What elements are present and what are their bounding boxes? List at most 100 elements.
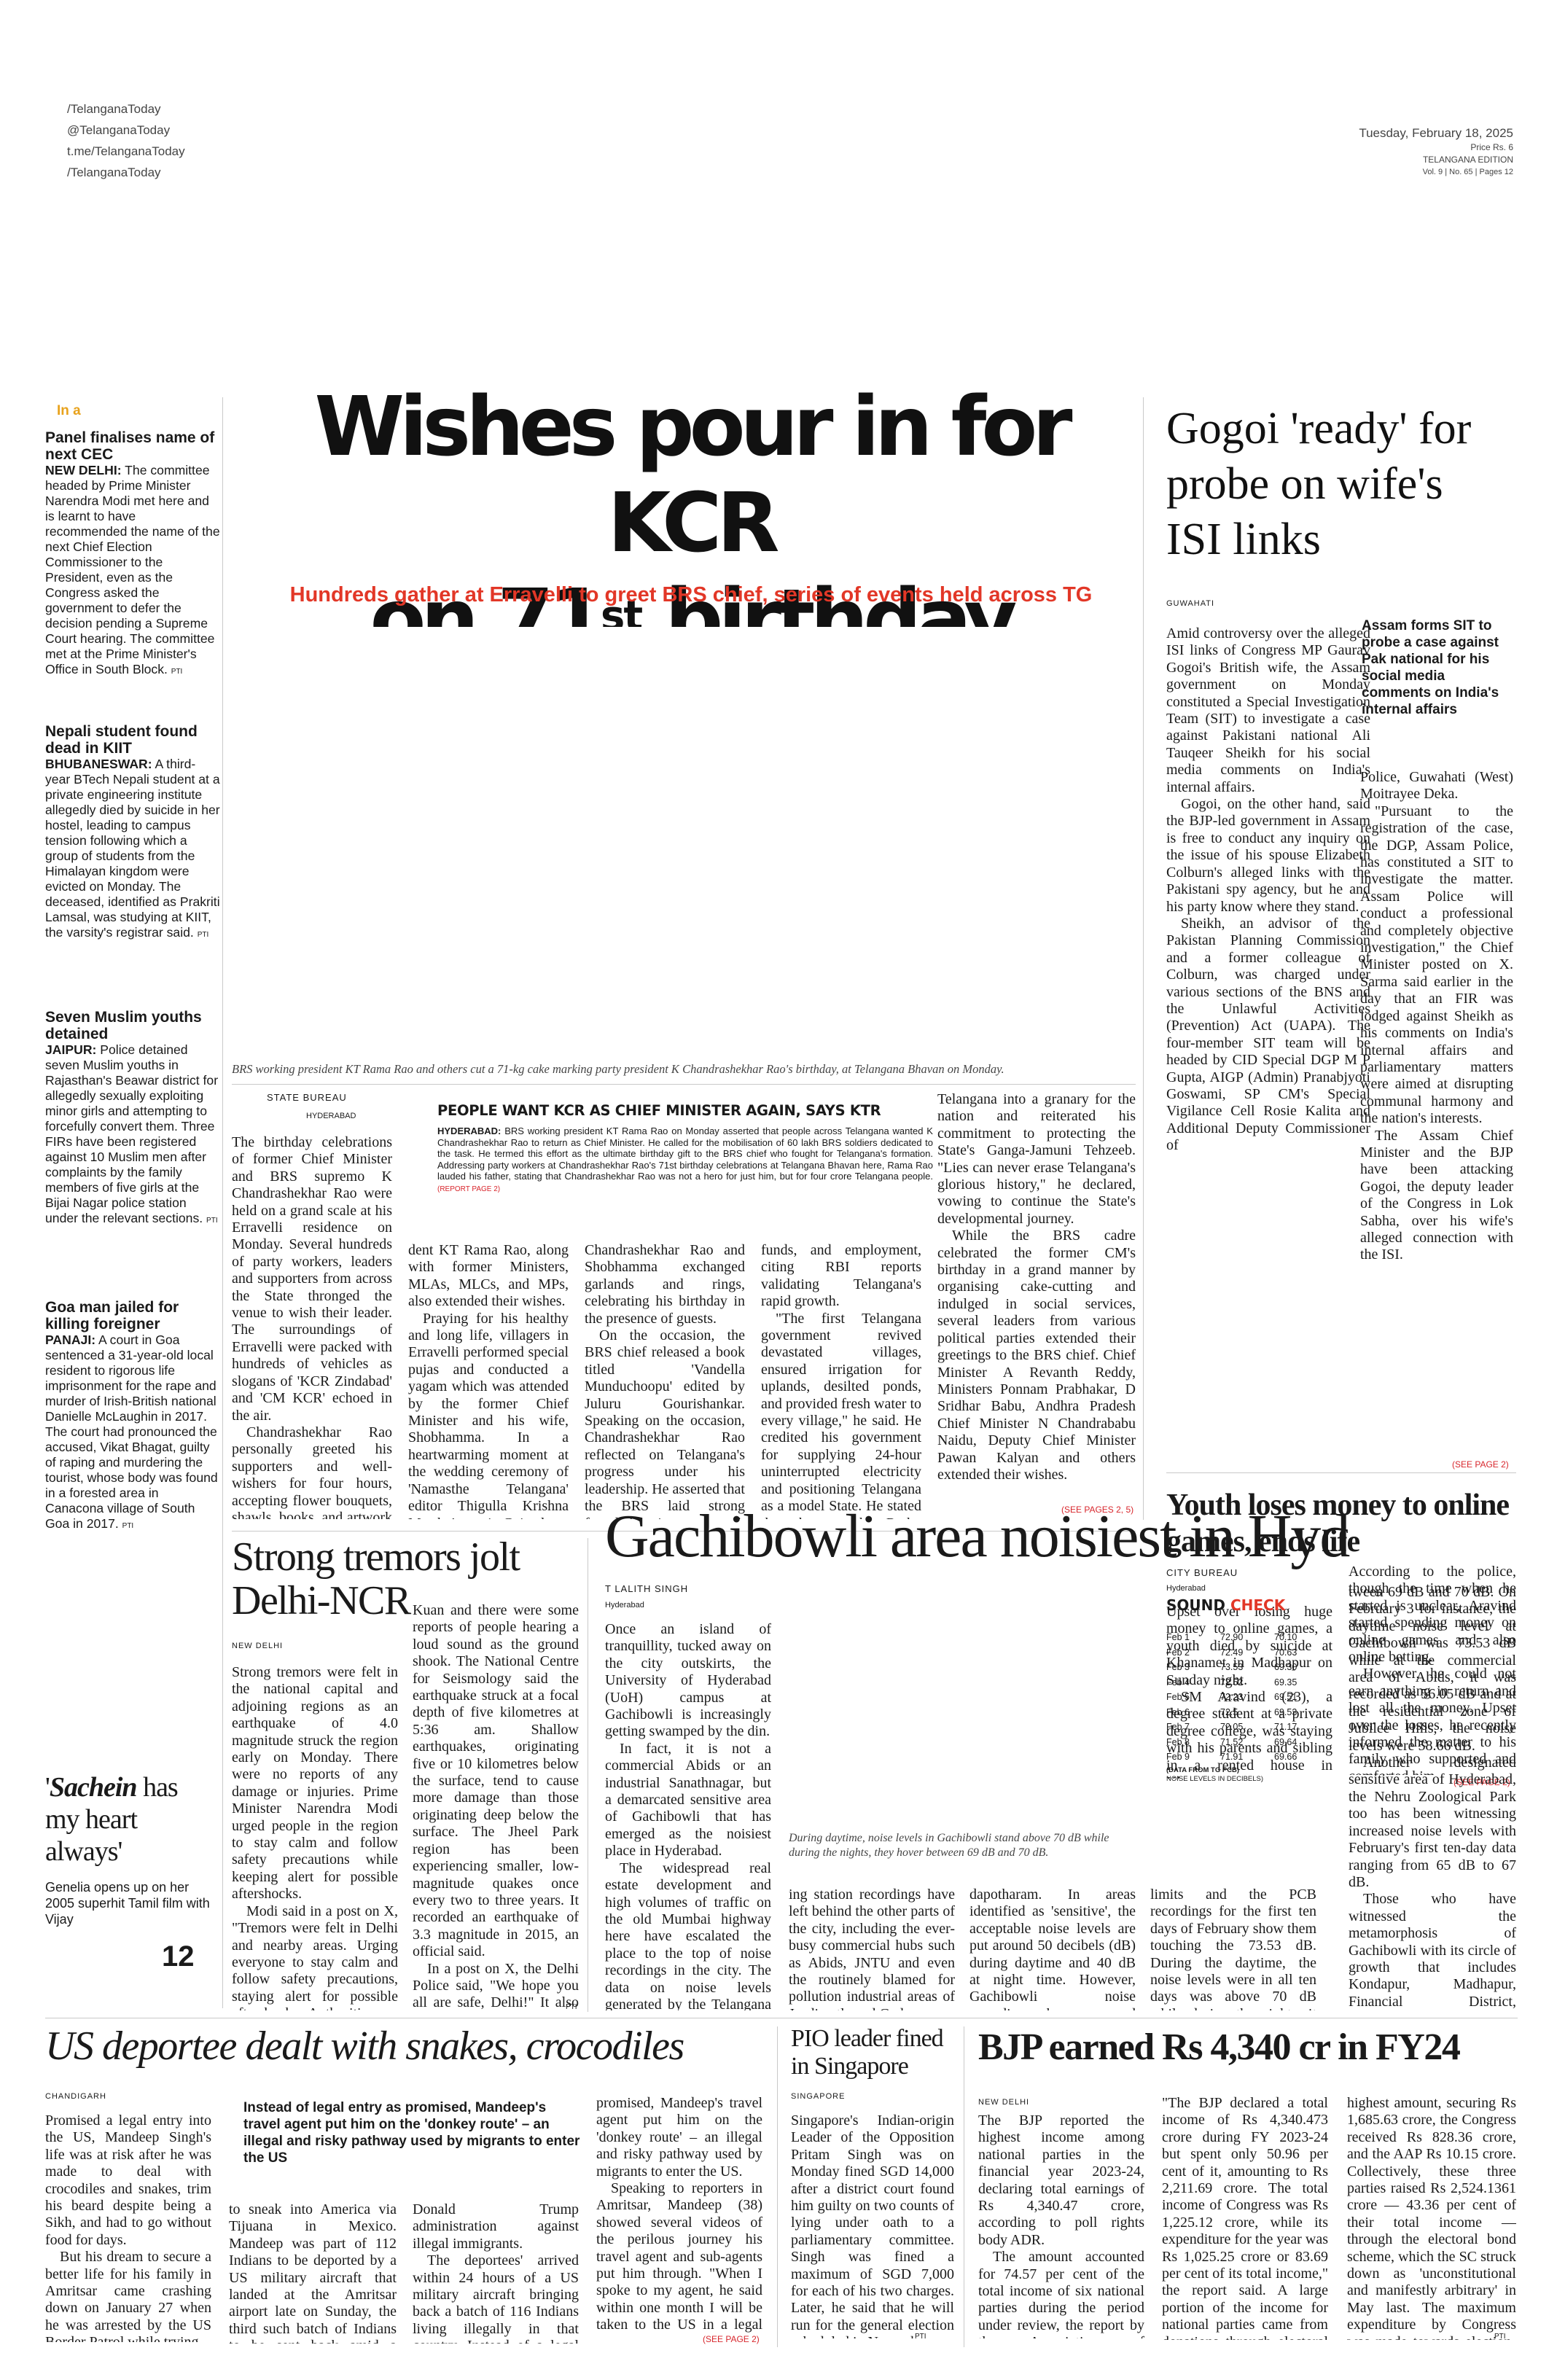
deportee-pullquote: Instead of legal entry as promised, Mand… (243, 2100, 580, 2166)
lead-right-divider (1143, 397, 1144, 1520)
pio-dateline: SINGAPORE (791, 2092, 846, 2101)
sound-check-day-value: 71.52 (1220, 1736, 1244, 1747)
brief-item: Goa man jailed for killing foreigner PAN… (45, 1299, 220, 1583)
issue-date: Tuesday, February 18, 2025 (1359, 126, 1513, 140)
noise-col-1: Once an island of tranquillity, tucked a… (605, 1621, 771, 2010)
ktr-inset: PEOPLE WANT KCR AS CHIEF MINISTER AGAIN,… (437, 1102, 933, 1233)
sound-check-date: Feb 8 (1166, 1736, 1190, 1747)
youth-col-2: According to the police, though the time… (1349, 1564, 1516, 1775)
sound-check-night-value: 70.10 (1274, 1632, 1298, 1642)
promo-box[interactable]: 'Sachein has my heart always' Genelia op… (45, 1771, 213, 1973)
deportee-divider (777, 2026, 778, 2347)
noise-headline: Gachibowli area noisiest in Hyd (605, 1502, 1350, 1570)
bjp-col-2: "The BJP declared a total income of Rs 4… (1162, 2095, 1328, 2340)
youth-headline: Youth loses money to online games, ends … (1166, 1489, 1510, 1558)
brief-item: Panel finalises name of next CEC NEW DEL… (45, 429, 220, 717)
inset-title: PEOPLE WANT KCR AS CHIEF MINISTER AGAIN,… (437, 1102, 881, 1119)
bjp-col-1: The BJP reported the highest income amon… (978, 2112, 1144, 2338)
price: Price Rs. 6 (1470, 142, 1513, 152)
mid-rule (232, 1531, 1136, 1532)
briefs-divider (222, 397, 223, 2008)
sound-check-row: Feb 3 73.53 69.30 (1166, 1660, 1330, 1675)
lead-headline: Wishes pour in for KCR on 71st birthday (314, 380, 1072, 667)
pio-headline: PIO leader fined in Singapore (791, 2025, 944, 2080)
gogoi-see-link[interactable]: (SEE PAGE 2) (1452, 1459, 1509, 1470)
bjp-col-3: highest amount, securing Rs 1,685.63 cro… (1347, 2095, 1516, 2340)
edition: TELANGANA EDITION (1422, 155, 1513, 165)
gogoi-rule (1166, 1472, 1516, 1473)
instagram-link[interactable]: /TelanganaToday (67, 165, 161, 179)
sound-check-date: Feb 6 (1166, 1706, 1190, 1717)
bjp-headline: BJP earned Rs 4,340 cr in FY24 (978, 2026, 1461, 2068)
lead-col-1: The birthday celebrations of former Chie… (232, 1134, 392, 1519)
brief-body: BHUBANESWAR: A third-year BTech Nepali s… (45, 757, 220, 940)
sound-check-day-value: 72.52 (1220, 1677, 1244, 1688)
promo-title: 'Sachein has my heart always' (45, 1772, 179, 1867)
lead-col-4: funds, and employment, citing RBI report… (761, 1242, 921, 1519)
masthead-info: Tuesday, February 18, 2025 Price Rs. 6 T… (1359, 125, 1513, 178)
noise-col-4: limits and the PCB recordings for the fi… (1150, 1887, 1316, 2010)
youth-col-1: Upset over losing huge money to online g… (1166, 1604, 1332, 1779)
noise-col-2: ing station recordings have left behind … (789, 1887, 955, 2010)
sound-check-night-value: 69.53 (1274, 1706, 1298, 1717)
sound-check-note: (DATA FROM TG PCB) NOISE LEVELS IN DECIB… (1166, 1766, 1264, 1783)
sound-check-day-value: 72.5 (1220, 1706, 1238, 1717)
sound-check-date: Feb 4 (1166, 1677, 1190, 1688)
lead-col-3: Chandrashekhar Rao and Shobhamma exchang… (585, 1242, 745, 1519)
telegram-link[interactable]: t.me/TelanganaToday (67, 144, 185, 158)
brief-item: Nepali student found dead in KIIT BHUBAN… (45, 723, 220, 1003)
sound-check-row: Feb 6 72.5 69.53 (1166, 1705, 1330, 1720)
lead-see-link[interactable]: (SEE PAGES 2, 5) (1061, 1505, 1134, 1515)
tremors-dateline: NEW DELHI (232, 1642, 284, 1650)
briefs-kicker: In a (57, 403, 81, 418)
sound-check-night-value: 70.63 (1274, 1647, 1298, 1658)
lead-byline: STATE BUREAU (267, 1092, 347, 1103)
brief-title: Goa man jailed for killing foreigner (45, 1299, 179, 1333)
sound-check-title: SOUND CHECK (1166, 1596, 1286, 1614)
youth-byline: CITY BUREAU (1166, 1567, 1238, 1578)
twitter-link[interactable]: @TelanganaToday (67, 123, 171, 137)
briefs-column: In a Panel finalises name of next CEC NE… (45, 403, 220, 1583)
youth-see-link[interactable]: (SEE PAGE 2) (1453, 1777, 1510, 1787)
promo-body: Genelia opens up on her 2005 superhit Ta… (45, 1880, 210, 1927)
brief-title: Nepali student found dead in KIIT (45, 723, 198, 757)
brief-body: NEW DELHI: The committee headed by Prime… (45, 463, 220, 676)
social-links: /TelanganaToday @TelanganaToday t.me/Tel… (67, 98, 185, 183)
lead-deck: Hundreds gather at Erravelli to greet BR… (289, 583, 1093, 606)
tremors-col-2: Kuan and there were some reports of peop… (413, 1602, 579, 2010)
facebook-link[interactable]: /TelanganaToday (67, 102, 161, 116)
noise-col-5: tween 69 dB and 70 dB. On February 3 for… (1349, 1584, 1516, 2010)
volume: Vol. 9 | No. 65 | Pages 12 (1422, 168, 1513, 176)
inset-body: HYDERABAD: BRS working president KT Rama… (437, 1125, 933, 1193)
promo-page-number: 12 (162, 1940, 195, 1973)
lead-col-2: dent KT Rama Rao, along with former Mini… (408, 1242, 569, 1519)
gogoi-col-2: Police, Guwahati (West) Moitrayee Deka."… (1360, 769, 1513, 1263)
lead-dateline: HYDERABAD (306, 1112, 356, 1120)
gogoi-pullquote: Assam forms SIT to probe a case against … (1362, 618, 1499, 717)
deportee-see-link[interactable]: (SEE PAGE 2) (703, 2334, 760, 2344)
sound-check-date: Feb 3 (1166, 1662, 1190, 1672)
gogoi-col-1: Amid controversy over the alleged ISI li… (1166, 625, 1370, 1154)
tremors-credit: PTI (566, 2003, 577, 2011)
deportee-col-3: Donald Trump administration against ille… (413, 2201, 579, 2344)
bjp-dateline: NEW DELHI (978, 2098, 1030, 2107)
deportee-headline: US deportee dealt with snakes, crocodile… (45, 2024, 684, 2069)
sound-check-date: Feb 1 (1166, 1632, 1190, 1642)
sound-check-night-value: 69.30 (1274, 1662, 1298, 1672)
deportee-col-4: promised, Mandeep's travel agent put him… (596, 2095, 762, 2336)
deportee-dateline: CHANDIGARH (45, 2092, 106, 2101)
sound-check-night-value: 69.66 (1274, 1752, 1298, 1762)
sound-check-day-value: 73.53 (1220, 1662, 1244, 1672)
bjp-credit: PTI (1494, 2333, 1506, 2341)
pio-body: Singapore's Indian-origin Leader of the … (791, 2112, 954, 2338)
sound-check-day-value: 72.23 (1220, 1692, 1244, 1702)
brief-title: Panel finalises name of next CEC (45, 429, 215, 463)
deportee-col-2: to sneak into America via Tijuana in Mex… (229, 2201, 397, 2344)
